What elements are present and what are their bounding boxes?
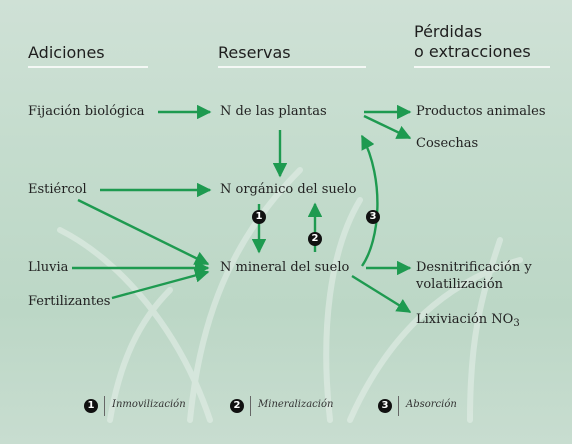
arrow-estiercol-to-mineral bbox=[77, 198, 210, 266]
arrow-plantas-to-cosechas bbox=[363, 114, 412, 140]
arrow-absorcion bbox=[360, 134, 379, 267]
additions-heading: Adiciones bbox=[28, 43, 105, 62]
legend-divider bbox=[250, 396, 251, 416]
node-cosechas: Cosechas bbox=[416, 136, 479, 151]
node-n-mineral: N mineral del suelo bbox=[220, 260, 350, 275]
losses-heading-line2: o extracciones bbox=[414, 42, 531, 61]
arrow-mineral-to-lixiviacion bbox=[351, 274, 412, 314]
badge-inmovilizacion: 1 bbox=[252, 210, 266, 224]
arrow-fertilizantes-to-mineral bbox=[111, 268, 210, 300]
node-desnitrificacion-line1: Desnitrificación y bbox=[416, 260, 532, 275]
node-desnitrificacion-line2: volatilización bbox=[416, 277, 504, 292]
legend-badge-1: 1 bbox=[84, 399, 98, 413]
legend-badge-3: 3 bbox=[378, 399, 392, 413]
node-fertilizantes: Fertilizantes bbox=[28, 294, 111, 309]
lixiviacion-subscript: 3 bbox=[513, 318, 520, 329]
node-productos-animales: Productos animales bbox=[416, 104, 546, 119]
badge-absorcion: 3 bbox=[366, 210, 380, 224]
reserves-heading: Reservas bbox=[218, 43, 291, 62]
node-fijacion-biologica: Fijación biológica bbox=[28, 104, 145, 119]
legend-label-mineralizacion: Mineralización bbox=[258, 399, 334, 410]
reserves-rule bbox=[218, 66, 366, 68]
legend-divider bbox=[104, 396, 105, 416]
lixiviacion-label: Lixiviación NO bbox=[416, 312, 514, 327]
legend-divider bbox=[398, 396, 399, 416]
legend-badge-2: 2 bbox=[230, 399, 244, 413]
losses-heading-line1: Pérdidas bbox=[414, 22, 483, 41]
losses-rule bbox=[414, 66, 550, 68]
node-n-plantas: N de las plantas bbox=[220, 104, 327, 119]
node-lluvia: Lluvia bbox=[28, 260, 69, 275]
node-estiercol: Estiércol bbox=[28, 182, 87, 197]
legend-label-inmovilizacion: Inmovilización bbox=[112, 399, 186, 410]
node-lixiviacion: Lixiviación NO3 bbox=[416, 312, 520, 332]
node-n-organico: N orgánico del suelo bbox=[220, 182, 357, 197]
additions-rule bbox=[28, 66, 148, 68]
legend-label-absorcion: Absorción bbox=[406, 399, 457, 410]
badge-mineralizacion: 2 bbox=[308, 232, 322, 246]
